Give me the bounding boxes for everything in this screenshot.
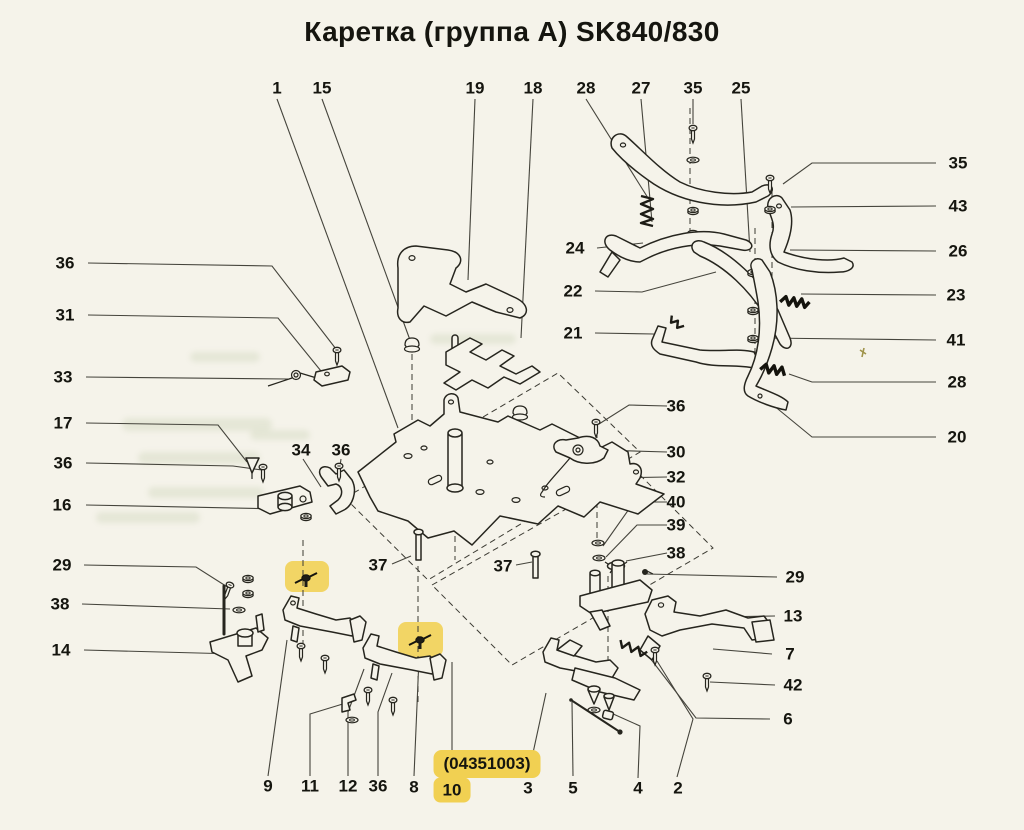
part-label-36: 36: [666, 396, 686, 416]
part-label-38: 38: [50, 594, 70, 614]
part-label-36: 36: [55, 253, 75, 273]
part-label-39: 39: [666, 515, 686, 535]
part-label-36: 36: [331, 440, 351, 460]
part-label-26: 26: [948, 241, 968, 261]
left-cluster: [209, 346, 351, 683]
part-label-27: 27: [631, 78, 651, 98]
part-label-2: 2: [673, 778, 683, 798]
part-label-14: 14: [51, 640, 71, 660]
part-label-28: 28: [947, 372, 967, 392]
part-label-28: 28: [576, 78, 596, 98]
part-label-42: 42: [783, 675, 803, 695]
part-label-7: 7: [785, 644, 795, 664]
part-label-29: 29: [785, 567, 805, 587]
part-label-11: 11: [301, 776, 319, 796]
part-label-22: 22: [563, 281, 583, 301]
screw-37-pair: [413, 528, 541, 579]
clip-34: [318, 462, 356, 515]
part-label-31: 31: [55, 305, 75, 325]
top-plates: [396, 245, 541, 421]
part-label-40: 40: [666, 492, 686, 512]
part-label-9: 9: [263, 776, 273, 796]
lever-cluster-top: [599, 124, 792, 369]
part-label-1: 1: [272, 78, 282, 98]
slide-bracket-b: [341, 633, 447, 724]
part-label-12: 12: [338, 776, 358, 796]
part-label-35: 35: [948, 153, 968, 173]
cam-30-wire-32: [539, 435, 609, 498]
part-label-8: 8: [409, 777, 419, 797]
part-label-16: 16: [52, 495, 72, 515]
lever-cluster-right: [743, 174, 867, 411]
part-label-34: 34: [291, 440, 311, 460]
part-label-10: 10: [433, 777, 471, 803]
part-label-38: 38: [666, 543, 686, 563]
part-label-6: 6: [783, 709, 793, 729]
part-label-37: 37: [368, 555, 388, 575]
part-label-37: 37: [493, 556, 513, 576]
part-label-29: 29: [52, 555, 72, 575]
part-label-36: 36: [53, 453, 73, 473]
part-label-17: 17: [53, 413, 73, 433]
washer-stack-post-assembly: [579, 539, 654, 631]
part-label-15: 15: [312, 78, 332, 98]
part-label-41: 41: [946, 330, 966, 350]
center-bottom-assembly: [542, 637, 641, 735]
part-label-20: 20: [947, 427, 967, 447]
main-plate: [357, 393, 665, 546]
part-label-21: 21: [563, 323, 583, 343]
part-label-30: 30: [666, 442, 686, 462]
part-label-13: 13: [783, 606, 803, 626]
part-label-43: 43: [948, 196, 968, 216]
part-label-3: 3: [523, 778, 533, 798]
part-label-4: 4: [633, 778, 643, 798]
part-label-23: 23: [946, 285, 966, 305]
part-label-5: 5: [568, 778, 578, 798]
part-label-19: 19: [465, 78, 485, 98]
part-label-36: 36: [368, 776, 388, 796]
part-label-18: 18: [523, 78, 543, 98]
part-label-33: 33: [53, 367, 73, 387]
page-title: Каретка (группа А) SK840/830: [304, 16, 720, 47]
slide-bracket-a: [282, 572, 367, 674]
highlighted-part-code: (04351003): [433, 750, 541, 778]
part-label-24: 24: [565, 238, 585, 258]
part-label-25: 25: [731, 78, 751, 98]
part-label-32: 32: [666, 467, 686, 487]
bracket-13-group: [619, 595, 775, 692]
part-label-35: 35: [683, 78, 703, 98]
